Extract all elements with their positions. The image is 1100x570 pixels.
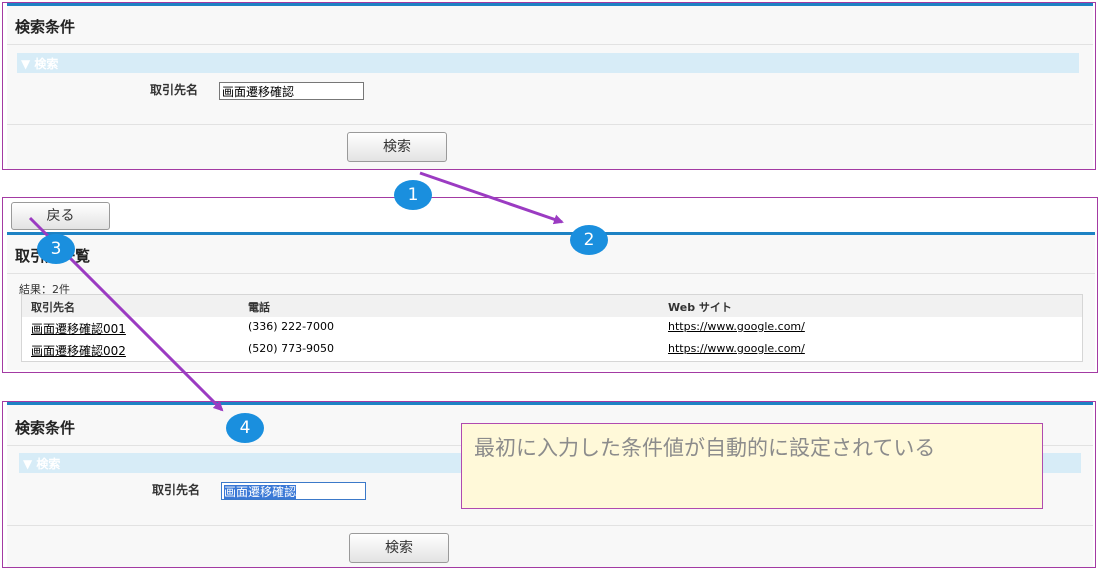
results-frame: 戻る 取引先一覧 結果：2件 取引先名 電話 Web サイト 画面遷移確認001…: [2, 197, 1098, 373]
account-name-label: 取引先名: [152, 483, 201, 497]
account-name-input-value: 画面遷移確認: [224, 485, 297, 499]
account-name-input[interactable]: 画面遷移確認: [221, 482, 366, 500]
search-button[interactable]: 検索: [349, 533, 449, 563]
results-panel: 取引先一覧 結果：2件 取引先名 電話 Web サイト 画面遷移確認001 (3…: [7, 232, 1095, 370]
search-panel-top: 検索条件 ▼ 検索 取引先名 画面遷移確認 検索: [7, 3, 1093, 169]
search-section-label: ▼ 検索: [21, 57, 59, 71]
back-button[interactable]: 戻る: [11, 202, 110, 230]
search-footer-divider: [7, 525, 1093, 526]
website-link[interactable]: https://www.google.com/: [668, 342, 805, 355]
search-section-header[interactable]: ▼ 検索: [17, 53, 1079, 73]
column-header-account-name[interactable]: 取引先名: [31, 301, 75, 314]
search-button[interactable]: 検索: [347, 132, 447, 162]
column-header-website[interactable]: Web サイト: [668, 301, 732, 314]
account-name-link[interactable]: 画面遷移確認002: [31, 344, 126, 358]
panel-title-divider: [7, 44, 1093, 45]
annotation-note: 最初に入力した条件値が自動的に設定されている: [461, 423, 1043, 509]
phone-cell: (520) 773-9050: [248, 342, 335, 355]
search-footer-divider: [7, 124, 1093, 125]
phone-cell: (336) 222-7000: [248, 320, 335, 333]
step-badge-4: 4: [226, 413, 264, 443]
search-section-label: ▼ 検索: [23, 457, 61, 471]
account-name-label: 取引先名: [150, 83, 199, 97]
search-panel-title: 検索条件: [15, 419, 76, 437]
results-title-divider: [7, 273, 1095, 274]
annotation-note-text: 最初に入力した条件値が自動的に設定されている: [474, 436, 936, 460]
step-badge-1: 1: [394, 180, 432, 210]
account-name-input[interactable]: 画面遷移確認: [219, 82, 364, 100]
column-header-phone[interactable]: 電話: [248, 301, 270, 314]
step-badge-3: 3: [37, 234, 75, 264]
results-table: 取引先名 電話 Web サイト 画面遷移確認001 (336) 222-7000…: [21, 294, 1083, 362]
result-count: 結果：2件: [19, 283, 70, 296]
step-badge-2: 2: [570, 225, 608, 255]
website-link[interactable]: https://www.google.com/: [668, 320, 805, 333]
table-row: 画面遷移確認002 (520) 773-9050 https://www.goo…: [22, 339, 1082, 361]
arrow-step-1-to-2: [419, 171, 564, 225]
search-frame-top: 検索条件 ▼ 検索 取引先名 画面遷移確認 検索: [2, 2, 1096, 170]
account-name-link[interactable]: 画面遷移確認001: [31, 322, 126, 336]
account-name-input-value: 画面遷移確認: [222, 85, 295, 99]
search-panel-title: 検索条件: [15, 18, 76, 36]
